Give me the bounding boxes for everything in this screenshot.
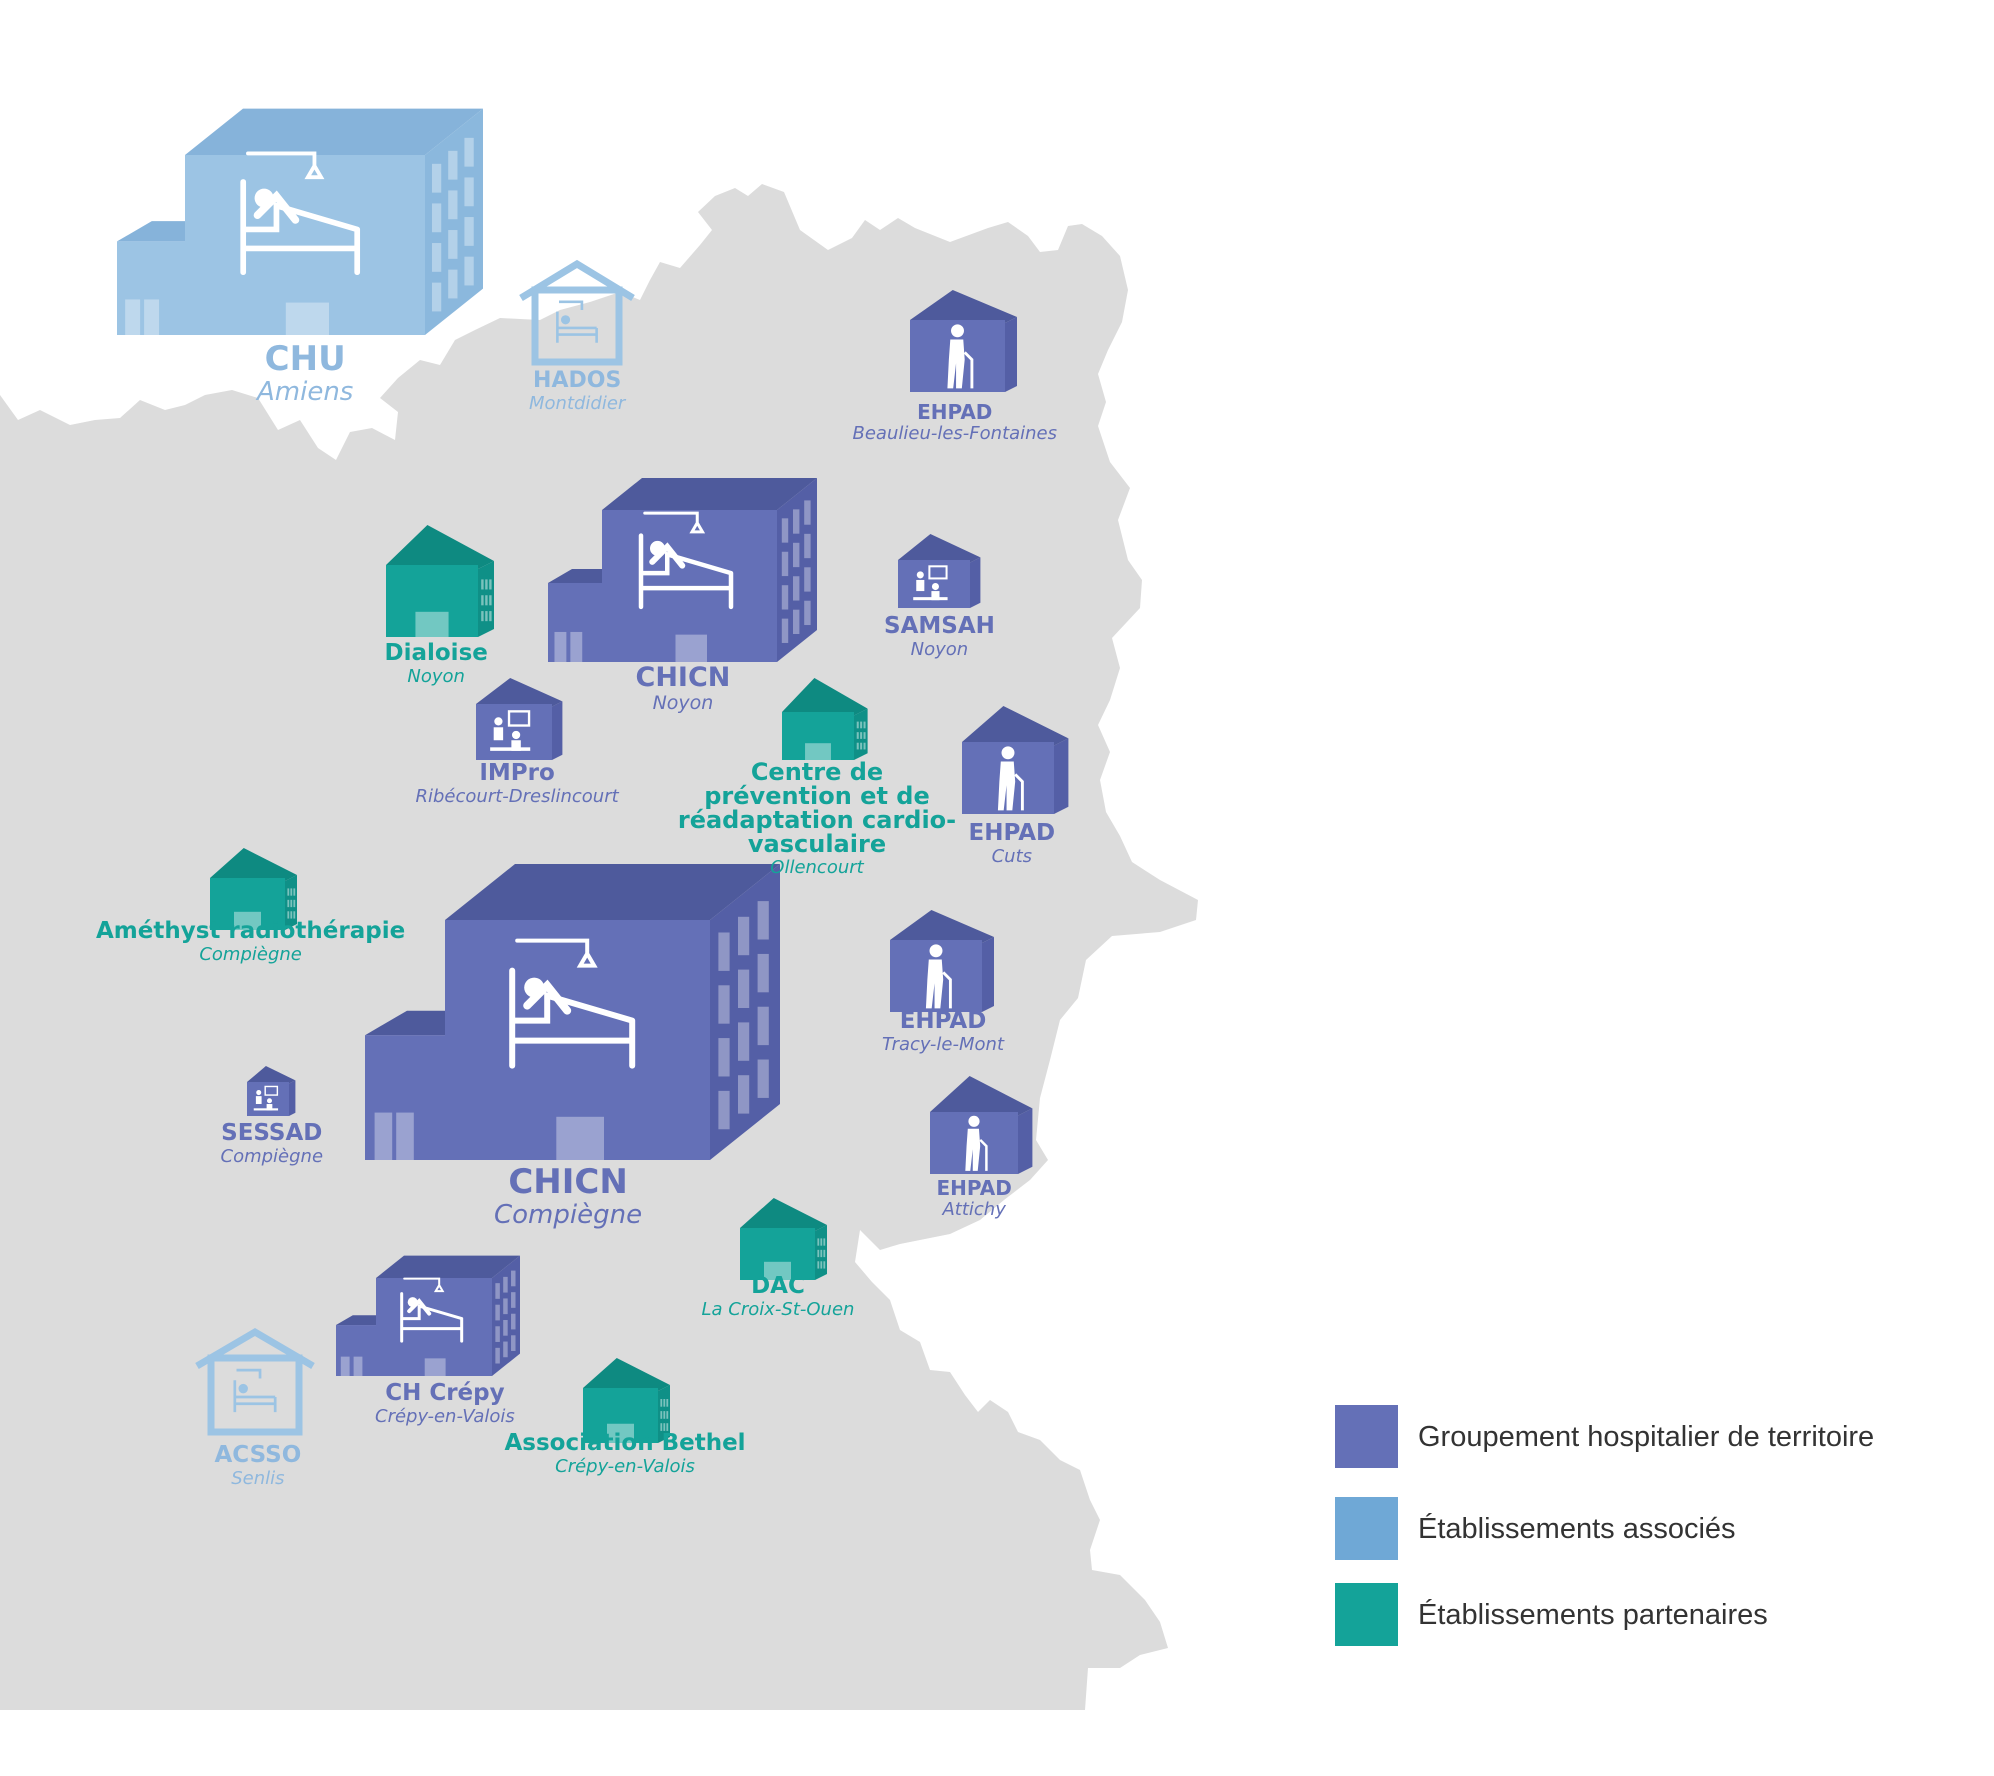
hospital-bed-icon bbox=[233, 1368, 277, 1413]
ehpad-attichy-building bbox=[930, 1076, 1033, 1174]
dialoise-building bbox=[386, 525, 494, 637]
establishment-name: Centre de prévention et de réadaptation … bbox=[677, 758, 957, 858]
cprcv-building bbox=[782, 678, 868, 760]
establishment-name: CH Crépy bbox=[385, 1380, 505, 1406]
establishment-city: Amiens bbox=[257, 377, 354, 407]
establishment-name: SESSAD bbox=[221, 1120, 323, 1146]
acsso-senlis-building bbox=[195, 1327, 315, 1436]
amethyst-building bbox=[210, 848, 297, 930]
classroom-icon bbox=[490, 710, 531, 751]
hospital-bed-icon bbox=[240, 151, 361, 276]
establishment-name: HADOS bbox=[533, 368, 622, 393]
establishment-city: Ollencourt bbox=[770, 857, 864, 878]
establishment-name: CHU bbox=[264, 339, 346, 379]
establishment-name: SAMSAH bbox=[884, 613, 995, 639]
establishment-city: Montdidier bbox=[529, 393, 626, 414]
ehpad-beaulieu-building bbox=[910, 290, 1017, 392]
chu-amiens-building bbox=[117, 108, 483, 335]
ehpad-cuts-building bbox=[962, 706, 1069, 814]
chicn-compiegne-building bbox=[365, 864, 780, 1160]
establishment-name: Association Bethel bbox=[504, 1430, 746, 1456]
bethel-building bbox=[583, 1358, 670, 1443]
elderly-person-icon bbox=[947, 324, 974, 389]
elderly-person-icon bbox=[997, 746, 1024, 811]
legend-label: Établissements associés bbox=[1418, 1513, 1736, 1545]
establishment-city: Compiègne bbox=[199, 944, 302, 965]
hospital-bed-icon bbox=[509, 938, 636, 1069]
legend-label: Groupement hospitalier de territoire bbox=[1418, 1421, 1875, 1453]
establishment-name: EHPAD bbox=[917, 400, 993, 424]
classroom-icon bbox=[253, 1085, 279, 1111]
legend-label: Établissements partenaires bbox=[1418, 1599, 1768, 1631]
establishment-city: Senlis bbox=[231, 1468, 285, 1489]
establishment-name: IMPro bbox=[479, 760, 555, 786]
establishment-name: ACSSO bbox=[214, 1442, 302, 1468]
establishment-city: Cuts bbox=[991, 846, 1033, 867]
establishment-name: EHPAD bbox=[899, 1008, 987, 1034]
establishment-label: Centre de prévention et de réadaptation … bbox=[677, 760, 957, 877]
hospital-bed-icon bbox=[556, 300, 598, 343]
establishment-city: La Croix-St-Ouen bbox=[701, 1299, 855, 1320]
impro-building bbox=[476, 678, 563, 760]
establishment-city: Noyon bbox=[652, 692, 714, 714]
ch-crepy-building bbox=[336, 1255, 520, 1376]
establishment-name: Dialoise bbox=[384, 640, 488, 666]
establishment-city: Attichy bbox=[942, 1199, 1006, 1220]
ehpad-tracy-building bbox=[890, 910, 994, 1012]
legend-swatch-partenaires bbox=[1335, 1583, 1398, 1646]
establishment-city: Ribécourt-Dreslincourt bbox=[415, 786, 619, 807]
establishment-city: Tracy-le-Mont bbox=[882, 1034, 1005, 1055]
hados-montdidier-building bbox=[519, 259, 635, 366]
elderly-person-icon bbox=[965, 1115, 988, 1171]
elderly-person-icon bbox=[925, 944, 952, 1009]
legend-swatch-ght bbox=[1335, 1405, 1398, 1468]
establishment-name: CHICN bbox=[508, 1162, 628, 1202]
dac-building bbox=[740, 1198, 827, 1280]
chicn-noyon-building bbox=[548, 478, 817, 662]
establishment-city: Beaulieu-les-Fontaines bbox=[852, 423, 1058, 444]
establishment-name: EHPAD bbox=[936, 1176, 1012, 1200]
establishment-name: CHICN bbox=[635, 662, 731, 693]
classroom-icon bbox=[913, 565, 948, 601]
establishment-city: Noyon bbox=[910, 639, 969, 660]
legend-swatch-associes bbox=[1335, 1497, 1398, 1560]
hospital-bed-icon bbox=[638, 511, 734, 610]
sessad-building bbox=[247, 1066, 296, 1116]
establishment-name: Améthyst radiothérapie bbox=[96, 918, 406, 944]
samsah-building bbox=[898, 534, 981, 608]
establishment-name: EHPAD bbox=[968, 820, 1056, 846]
establishment-city: Compiègne bbox=[220, 1146, 324, 1167]
establishment-city: Compiègne bbox=[494, 1200, 643, 1230]
establishment-city: Crépy-en-Valois bbox=[375, 1406, 515, 1427]
establishment-name: DAC bbox=[751, 1273, 805, 1299]
establishment-city: Noyon bbox=[407, 666, 465, 687]
establishment-city: Crépy-en-Valois bbox=[555, 1456, 695, 1477]
hospital-bed-icon bbox=[400, 1277, 464, 1343]
